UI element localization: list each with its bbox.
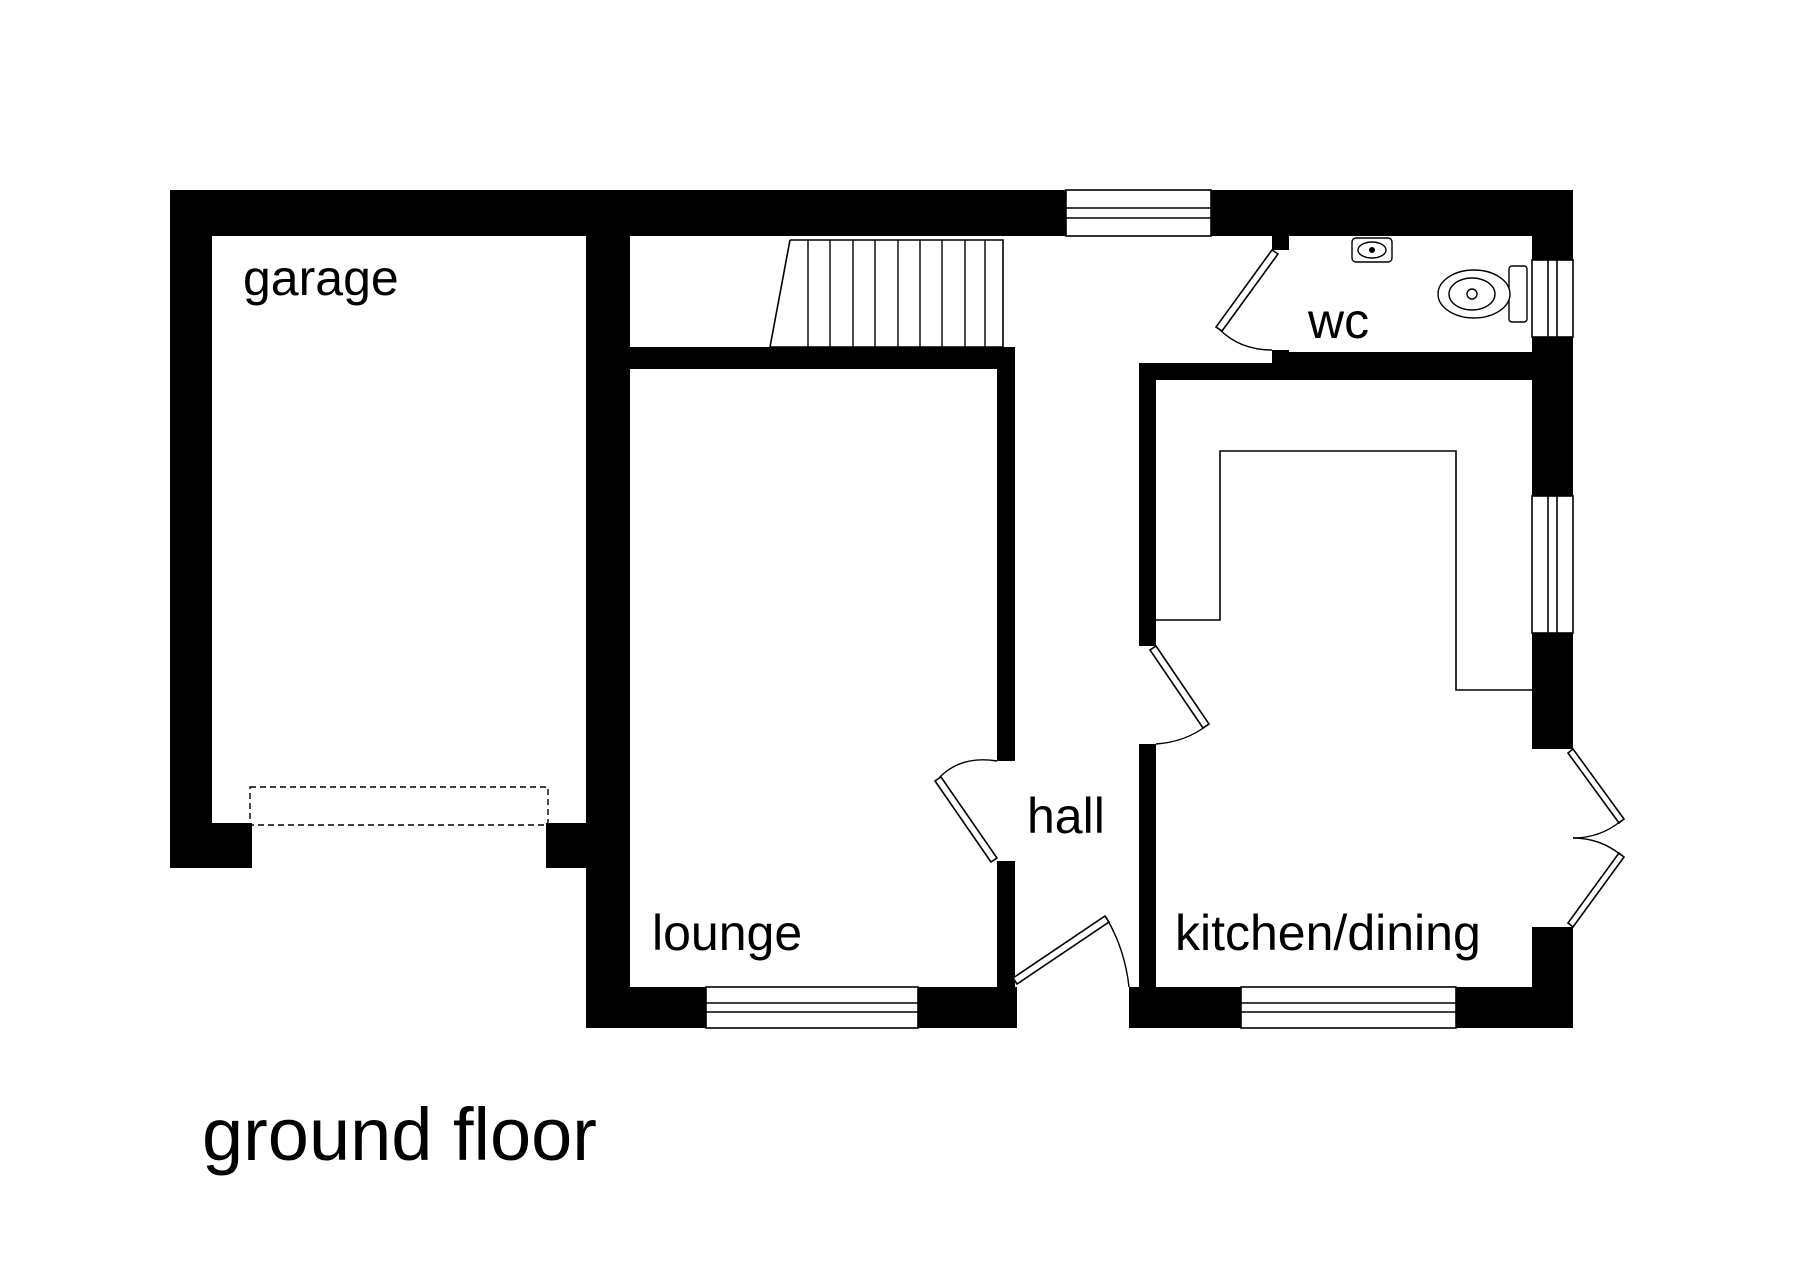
hall-label: hall [1027, 788, 1105, 844]
lounge-window [705, 986, 919, 1029]
garage-label: garage [243, 250, 399, 306]
right-wall-bottom [1532, 927, 1573, 1028]
plan-caption: ground floor [202, 1093, 597, 1176]
kitchen-left-wall-lower [1139, 744, 1156, 1027]
garage-divider-wall [586, 236, 630, 1028]
right-wall-kitchen-mid-b [1532, 633, 1573, 749]
rear-french-doors [1566, 747, 1626, 929]
kitchen-side-window [1531, 495, 1574, 634]
lounge-door [933, 759, 999, 864]
staircase [769, 239, 1004, 348]
kitchen-door [1148, 644, 1211, 745]
kitchen-window [1240, 986, 1457, 1029]
right-wall-top [1532, 190, 1573, 260]
right-wall-kitchen-mid-a [1532, 380, 1573, 496]
wc-window [1531, 259, 1574, 338]
windows [705, 189, 1574, 1029]
wc-lower-wall [1272, 352, 1573, 366]
wc-fixtures [1351, 237, 1528, 323]
bottom-wall-lounge-right [918, 987, 1017, 1028]
wc-label: wc [1307, 293, 1369, 349]
garage-door [249, 786, 549, 826]
walls [170, 190, 1573, 1028]
lounge-right-wall-upper [997, 347, 1015, 761]
lounge-label: lounge [652, 905, 802, 961]
lounge-right-wall-lower [997, 861, 1015, 989]
front-door [1011, 914, 1130, 988]
stair-partition-wall [630, 347, 1015, 369]
top-wall-left [170, 190, 1066, 236]
wc-door-post-top [1272, 236, 1289, 250]
garage-front-stub-left [170, 823, 252, 868]
bottom-wall-lounge-left [586, 987, 706, 1028]
garage-front-stub-right [546, 823, 588, 868]
doors [933, 248, 1626, 988]
kitchen-worktop [1156, 450, 1532, 691]
top-wall-right [1211, 190, 1573, 236]
top-window [1065, 189, 1212, 237]
wc-door-post-bottom [1272, 350, 1289, 366]
basin-icon [1351, 237, 1393, 263]
kitchen-left-wall-upper [1139, 363, 1156, 646]
garage-left-wall [170, 190, 212, 868]
kitchen-dining-label: kitchen/dining [1175, 905, 1481, 961]
right-wall-wc-lower [1532, 337, 1573, 380]
wc-partition-wall [1139, 363, 1573, 380]
wc-door [1214, 248, 1280, 351]
toilet-icon [1437, 265, 1528, 323]
